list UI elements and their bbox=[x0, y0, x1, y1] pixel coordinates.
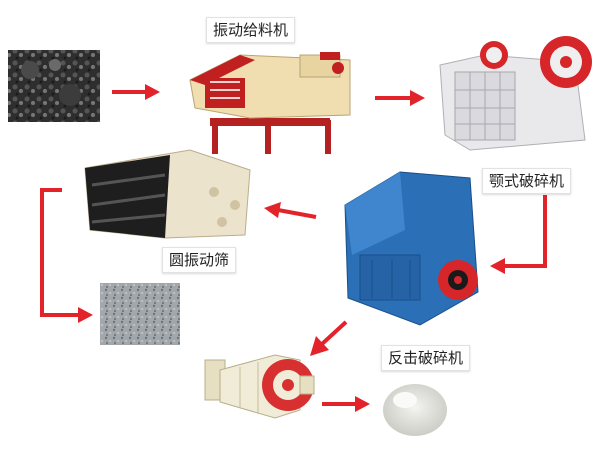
arrow-screen-to-gravel bbox=[40, 188, 93, 323]
ball-mill-image bbox=[204, 354, 315, 419]
flow-arrows bbox=[40, 84, 547, 412]
jaw-crusher-image bbox=[439, 36, 592, 151]
crushed-gravel-image bbox=[100, 283, 180, 345]
label-circular-vibrating-screen: 圆振动筛 bbox=[162, 247, 237, 273]
arrow-impact-to-screen bbox=[264, 202, 317, 219]
fine-powder-image bbox=[383, 384, 447, 436]
impact-crusher-image bbox=[344, 171, 479, 326]
label-vibrating-feeder: 振动给料机 bbox=[206, 17, 296, 43]
label-impact-crusher: 反击破碎机 bbox=[381, 345, 471, 371]
vibrating-screen-image bbox=[84, 149, 251, 239]
arrow-jaw-to-impact bbox=[490, 195, 547, 274]
arrow-raw-to-feeder bbox=[112, 84, 160, 100]
arrow-feeder-to-jaw bbox=[375, 90, 425, 106]
arrow-mill-to-powder bbox=[322, 396, 370, 412]
raw-material-image bbox=[8, 50, 100, 122]
arrow-impact-to-mill bbox=[310, 320, 348, 356]
label-jaw-crusher: 颚式破碎机 bbox=[482, 168, 572, 194]
vibrating-feeder-image bbox=[189, 52, 351, 154]
